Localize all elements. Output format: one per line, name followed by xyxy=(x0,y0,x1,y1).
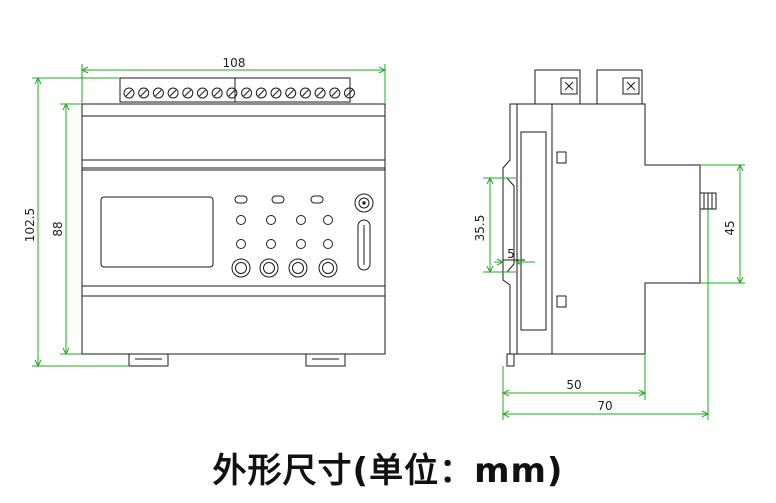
side-depth-body-label: 50 xyxy=(566,378,581,392)
screw-head xyxy=(167,87,179,99)
jack-inner xyxy=(322,262,334,274)
screw-slot xyxy=(272,89,280,97)
terminal-jacks xyxy=(231,258,338,278)
terminal-screw xyxy=(226,87,238,99)
status-leds xyxy=(234,195,324,204)
side-window xyxy=(520,131,547,331)
lcd-screen xyxy=(100,196,214,268)
front-outer-height-label: 102.5 xyxy=(23,208,37,242)
screw-slot xyxy=(228,89,236,97)
button-hole xyxy=(236,215,246,225)
button-hole xyxy=(236,239,246,249)
jack-outer xyxy=(318,258,338,278)
side-module-height-label: 45 xyxy=(723,220,737,235)
screw-head xyxy=(255,87,267,99)
terminal-jack xyxy=(318,258,338,278)
terminal-jack xyxy=(231,258,251,278)
screw-slot xyxy=(243,89,250,97)
side-rail-lip-label: 5 xyxy=(507,247,515,261)
jack-outer xyxy=(231,258,251,278)
front-view xyxy=(81,77,386,367)
screw-head xyxy=(314,87,326,99)
terminal-screw xyxy=(197,87,208,99)
screw-head xyxy=(182,87,194,99)
side-connector-right xyxy=(596,69,643,105)
button-hole xyxy=(296,215,306,225)
button-hole xyxy=(323,239,333,249)
front-dimensions xyxy=(32,64,387,368)
screw-slot xyxy=(316,89,324,97)
knob-icon xyxy=(354,193,374,213)
terminal-screw xyxy=(152,87,164,99)
side-dimensions xyxy=(483,163,745,420)
led-indicator xyxy=(310,195,324,204)
screw-head xyxy=(197,87,208,99)
dimension-drawing: 108 102.5 88 xyxy=(23,56,745,420)
screw-head xyxy=(299,87,311,99)
front-width-label: 108 xyxy=(223,56,246,70)
jack-inner xyxy=(263,262,275,274)
terminal-screw xyxy=(329,87,341,99)
screw-head xyxy=(270,87,282,99)
jack-inner xyxy=(292,262,304,274)
side-body xyxy=(502,103,701,355)
terminal-screw xyxy=(211,87,223,99)
screw-head xyxy=(329,87,341,99)
card-slot xyxy=(357,219,371,271)
screw-head xyxy=(226,87,238,99)
front-body-height-label: 88 xyxy=(51,221,65,236)
din-clip-right xyxy=(305,354,346,367)
screw-slot xyxy=(213,89,221,97)
screw-head xyxy=(138,87,150,99)
screw-head xyxy=(211,87,223,99)
screw-slot xyxy=(125,89,133,97)
screw-slot xyxy=(184,89,192,97)
screw-slot xyxy=(257,89,265,97)
screw-slot xyxy=(155,89,162,97)
terminal-screws xyxy=(123,87,355,99)
terminal-screw xyxy=(314,87,326,99)
screw-head xyxy=(285,87,297,99)
button-hole xyxy=(266,215,276,225)
button-hole xyxy=(296,239,306,249)
terminal-jack xyxy=(259,258,279,278)
screw-slot xyxy=(140,89,148,97)
terminal-screw xyxy=(344,87,355,99)
side-rail-label: 35.5 xyxy=(473,215,487,242)
screw-head xyxy=(344,87,355,99)
din-clip-left xyxy=(128,354,169,367)
button-holes xyxy=(236,215,333,249)
terminal-screw xyxy=(255,87,267,99)
terminal-screw xyxy=(182,87,194,99)
side-connector-left xyxy=(534,69,581,105)
side-view xyxy=(502,69,717,367)
terminal-screw xyxy=(138,87,150,99)
side-depth-total-label: 70 xyxy=(597,399,612,413)
terminal-screw xyxy=(241,87,253,99)
screw-slot xyxy=(169,89,177,97)
jack-outer xyxy=(259,258,279,278)
button-hole xyxy=(266,239,276,249)
jack-outer xyxy=(288,258,308,278)
screw-slot xyxy=(199,89,206,97)
terminal-screw xyxy=(270,87,282,99)
terminal-screw xyxy=(299,87,311,99)
terminal-screw xyxy=(123,87,135,99)
terminal-jack xyxy=(288,258,308,278)
led-indicator xyxy=(234,195,248,204)
screw-slot xyxy=(302,89,309,97)
terminal-screw xyxy=(285,87,297,99)
screw-slot xyxy=(346,89,353,97)
screw-slot xyxy=(287,89,295,97)
led-indicator xyxy=(271,195,285,204)
caption: 外形尺寸(单位：mm) xyxy=(212,451,564,491)
screw-head xyxy=(152,87,164,99)
screw-head xyxy=(241,87,253,99)
terminal-screw xyxy=(167,87,179,99)
front-body xyxy=(81,103,386,355)
button-hole xyxy=(323,215,333,225)
screw-slot xyxy=(331,89,339,97)
screw-head xyxy=(123,87,135,99)
jack-inner xyxy=(235,262,247,274)
